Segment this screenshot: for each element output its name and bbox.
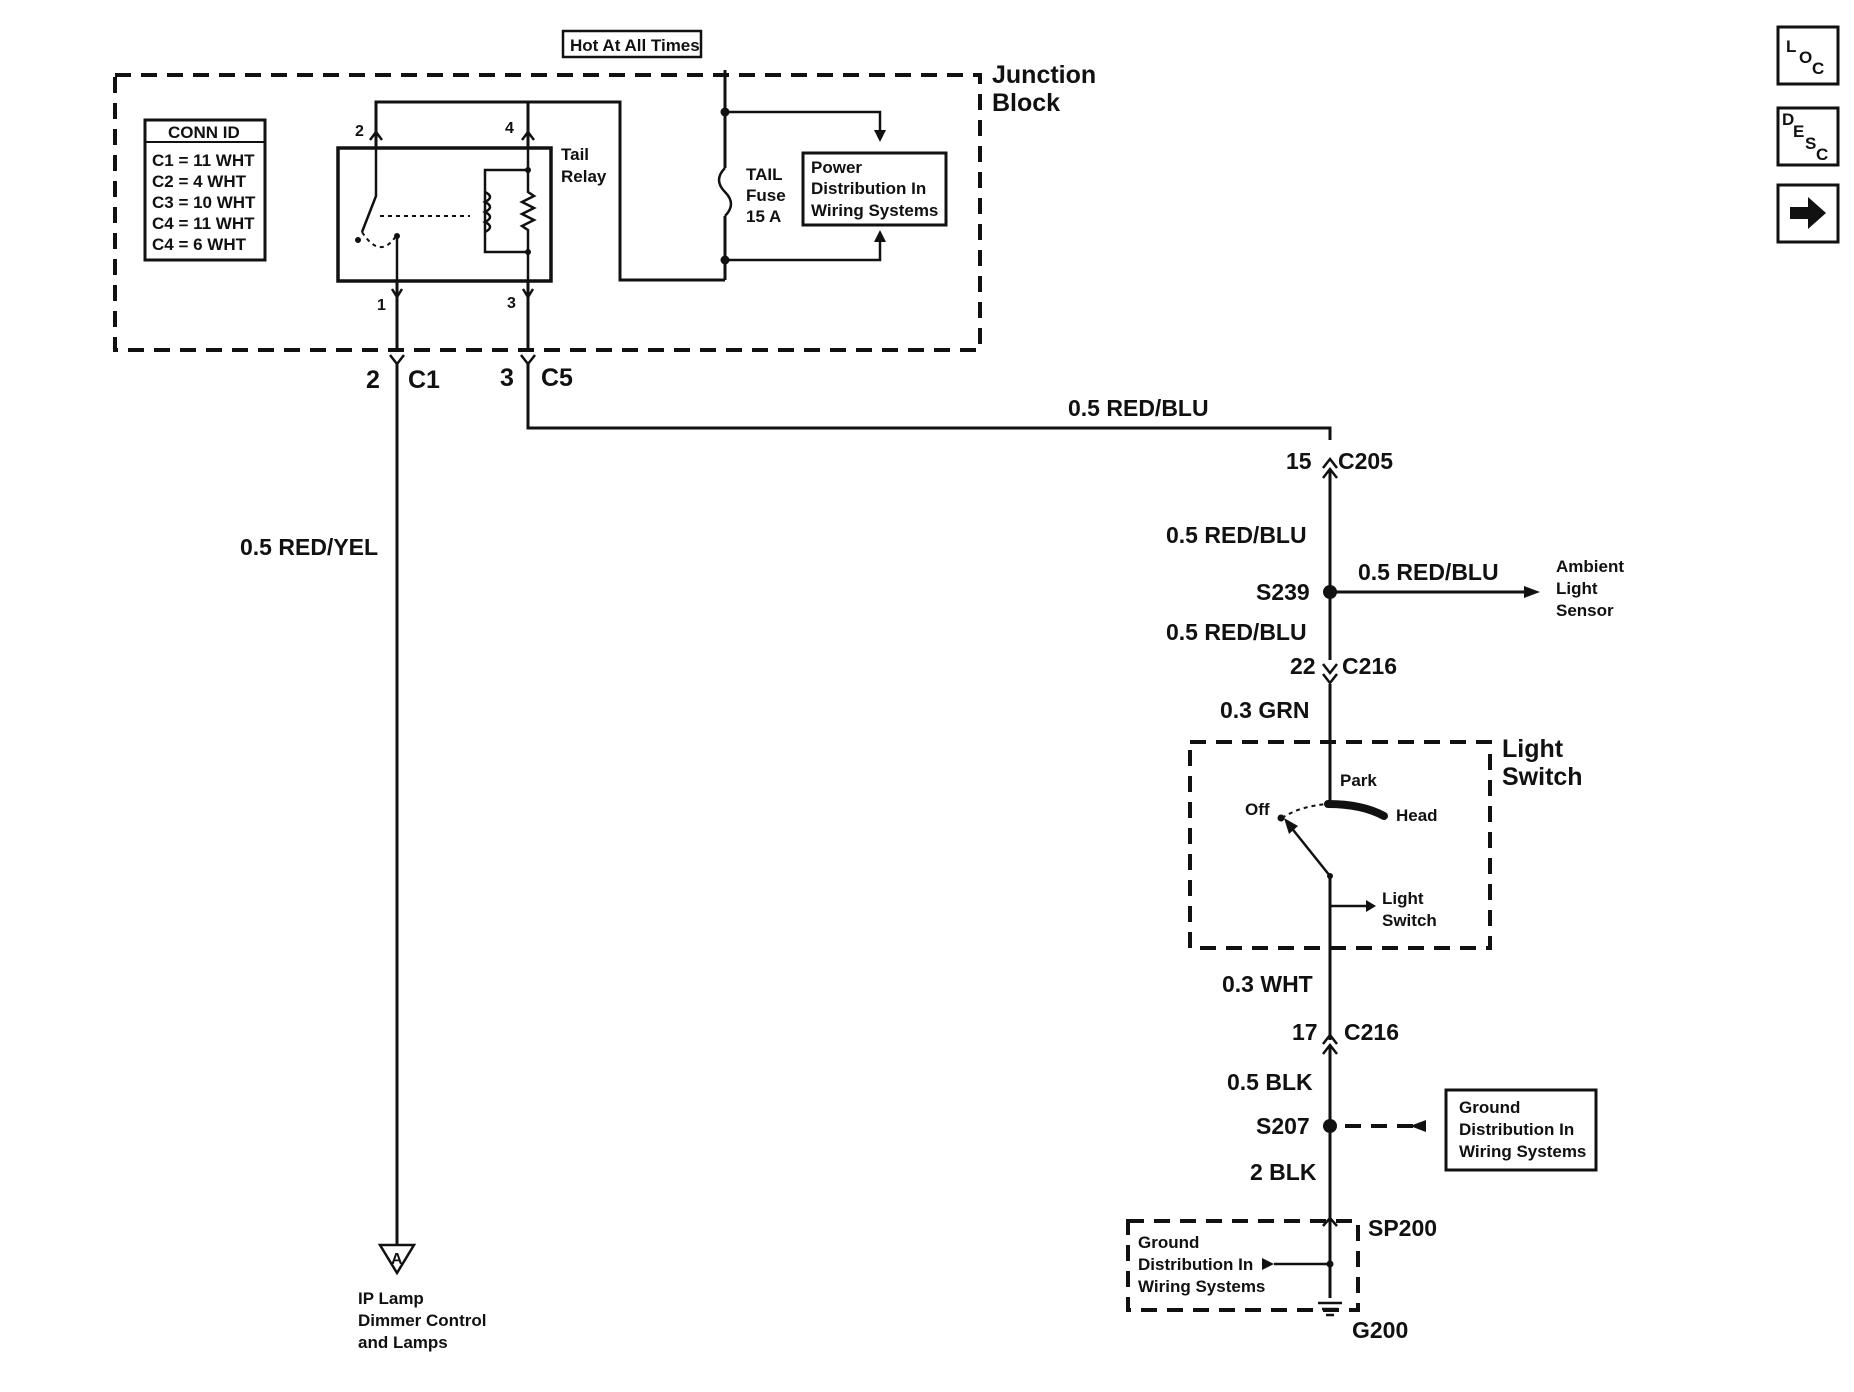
svg-text:G200: G200 — [1352, 1317, 1408, 1343]
svg-text:3: 3 — [500, 364, 514, 392]
svg-text:C205: C205 — [1338, 448, 1393, 474]
svg-text:Wiring Systems: Wiring Systems — [1459, 1142, 1586, 1161]
svg-text:Light: Light — [1502, 735, 1564, 763]
svg-text:4: 4 — [505, 120, 514, 137]
svg-text:Light: Light — [1556, 579, 1598, 598]
svg-text:C4 = 6 WHT: C4 = 6 WHT — [152, 235, 247, 254]
right-arrow-icon — [1790, 197, 1826, 229]
svg-text:Head: Head — [1396, 806, 1438, 825]
svg-text:15 A: 15 A — [746, 207, 781, 226]
svg-text:C5: C5 — [541, 364, 573, 392]
svg-text:Fuse: Fuse — [746, 186, 786, 205]
svg-text:Switch: Switch — [1382, 911, 1437, 930]
svg-text:Ambient: Ambient — [1556, 557, 1624, 576]
svg-text:0.5 BLK: 0.5 BLK — [1227, 1069, 1313, 1095]
svg-text:S: S — [1805, 134, 1816, 153]
svg-text:Tail: Tail — [561, 145, 589, 164]
svg-text:0.5 RED/BLU: 0.5 RED/BLU — [1166, 522, 1307, 548]
svg-text:Ground: Ground — [1138, 1233, 1199, 1252]
hot-at-all-times-label: Hot At All Times — [570, 36, 700, 55]
svg-text:Distribution In: Distribution In — [811, 179, 926, 198]
svg-text:C: C — [1812, 59, 1824, 78]
tail-fuse: TAIL Fuse 15 A — [528, 70, 786, 282]
loc-button[interactable]: L O C — [1776, 25, 1840, 86]
svg-text:Light: Light — [1382, 889, 1424, 908]
svg-text:0.3 WHT: 0.3 WHT — [1222, 971, 1313, 997]
svg-text:IP Lamp: IP Lamp — [358, 1289, 424, 1308]
svg-text:2: 2 — [366, 366, 380, 394]
power-distribution-box: Power Distribution In Wiring Systems — [725, 110, 948, 262]
svg-text:Switch: Switch — [1502, 763, 1583, 791]
svg-text:C2 = 4 WHT: C2 = 4 WHT — [152, 172, 247, 191]
svg-text:E: E — [1793, 122, 1804, 141]
svg-text:Wiring Systems: Wiring Systems — [1138, 1277, 1265, 1296]
svg-text:Power: Power — [811, 158, 862, 177]
svg-text:0.5 RED/BLU: 0.5 RED/BLU — [1358, 559, 1499, 585]
svg-text:C: C — [1816, 145, 1828, 164]
svg-text:Off: Off — [1245, 800, 1270, 819]
svg-text:L: L — [1786, 37, 1796, 56]
svg-text:C1 = 11 WHT: C1 = 11 WHT — [152, 151, 255, 170]
svg-text:S239: S239 — [1256, 579, 1310, 605]
svg-text:Ground: Ground — [1459, 1098, 1520, 1117]
svg-text:and Lamps: and Lamps — [358, 1333, 448, 1352]
conn-id-table: CONN ID C1 = 11 WHT C2 = 4 WHT C3 = 10 W… — [143, 118, 267, 262]
svg-text:3: 3 — [507, 295, 516, 312]
ground-distribution-right: Ground Distribution In Wiring Systems — [1444, 1088, 1598, 1172]
svg-text:1: 1 — [377, 297, 386, 314]
svg-text:17: 17 — [1292, 1019, 1318, 1045]
svg-text:TAIL: TAIL — [746, 165, 783, 184]
svg-text:Distribution In: Distribution In — [1138, 1255, 1253, 1274]
svg-text:Junction: Junction — [992, 61, 1096, 89]
light-switch: Light Switch Park Off Head Light Switch — [1188, 735, 1583, 1040]
svg-text:Dimmer Control: Dimmer Control — [358, 1311, 486, 1330]
svg-text:Wiring Systems: Wiring Systems — [811, 201, 938, 220]
svg-text:0.3 GRN: 0.3 GRN — [1220, 697, 1309, 723]
svg-text:O: O — [1799, 48, 1812, 67]
ground-distribution-left: Ground Distribution In Wiring Systems — [1126, 1216, 1360, 1312]
svg-text:0.5 RED/BLU: 0.5 RED/BLU — [1166, 619, 1307, 645]
desc-button[interactable]: D E S C — [1776, 106, 1840, 167]
svg-text:C216: C216 — [1344, 1019, 1399, 1045]
svg-text:Sensor: Sensor — [1556, 601, 1614, 620]
tail-relay: Tail Relay 2 4 1 3 — [336, 100, 607, 350]
svg-text:0.5 RED/BLU: 0.5 RED/BLU — [1068, 395, 1209, 421]
svg-text:22: 22 — [1290, 653, 1316, 679]
svg-text:S207: S207 — [1256, 1113, 1310, 1139]
junction-block: Junction Block Hot At All Times — [113, 29, 1096, 352]
svg-text:SP200: SP200 — [1368, 1215, 1437, 1241]
svg-text:Block: Block — [992, 89, 1060, 117]
svg-text:C216: C216 — [1342, 653, 1397, 679]
svg-text:Distribution In: Distribution In — [1459, 1120, 1574, 1139]
svg-text:CONN ID: CONN ID — [168, 123, 240, 142]
red-blu-circuit: 0.5 RED/BLU 15 C205 0.5 RED/BLU S239 0.5… — [526, 364, 1624, 806]
connector-c5: 3 C5 — [500, 354, 573, 392]
svg-text:Relay: Relay — [561, 167, 607, 186]
connector-c1: 2 C1 — [366, 354, 440, 394]
svg-text:C1: C1 — [408, 366, 440, 394]
svg-text:2 BLK: 2 BLK — [1250, 1159, 1317, 1185]
red-yel-circuit: 0.5 RED/YEL A IP Lamp Dimmer Control and… — [240, 364, 486, 1352]
svg-text:C3 = 10 WHT: C3 = 10 WHT — [152, 193, 256, 212]
next-button[interactable] — [1776, 183, 1840, 244]
svg-text:C4 = 11 WHT: C4 = 11 WHT — [152, 214, 255, 233]
svg-text:D: D — [1782, 110, 1794, 129]
svg-text:Park: Park — [1340, 771, 1377, 790]
ip-lamp-marker: A — [391, 1251, 403, 1268]
svg-text:15: 15 — [1286, 448, 1312, 474]
svg-text:2: 2 — [355, 123, 364, 140]
svg-text:0.5 RED/YEL: 0.5 RED/YEL — [240, 534, 378, 560]
